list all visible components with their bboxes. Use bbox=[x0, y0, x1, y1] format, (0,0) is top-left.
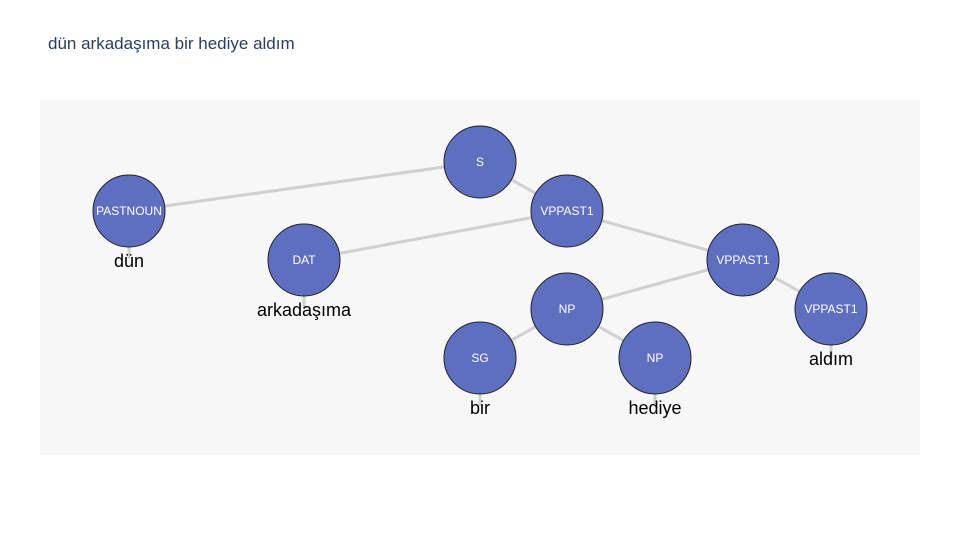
word-label-sg: bir bbox=[470, 398, 490, 418]
edge-s-pastnoun bbox=[128, 160, 481, 213]
node-label-pastnoun: PASTNOUN bbox=[96, 204, 162, 218]
nodes-layer: SPASTNOUNdünVPPAST1DATarkadaşımaVPPAST1N… bbox=[92, 125, 868, 418]
tree-node-np_a bbox=[530, 272, 604, 346]
word-label-pastnoun: dün bbox=[114, 251, 144, 271]
tree-node-vppast1_b bbox=[706, 223, 780, 297]
node-label-s: S bbox=[476, 155, 484, 169]
tree-node-pastnoun bbox=[92, 174, 166, 248]
word-label-vppast1_c: aldım bbox=[809, 349, 853, 369]
tree-node-np_b bbox=[618, 321, 692, 395]
tree-node-dat bbox=[267, 223, 341, 297]
tree-node-s bbox=[443, 125, 517, 199]
word-label-dat: arkadaşıma bbox=[257, 300, 352, 320]
word-label-np_b: hediye bbox=[628, 398, 681, 418]
tree-node-sg bbox=[443, 321, 517, 395]
edge-vppast1_a-dat bbox=[303, 209, 568, 262]
tree-node-vppast1_c bbox=[794, 272, 868, 346]
diagram-title: dün arkadaşıma bir hediye aldım bbox=[48, 34, 295, 53]
node-label-sg: SG bbox=[471, 351, 488, 365]
node-label-vppast1_a: VPPAST1 bbox=[540, 204, 593, 218]
node-label-vppast1_c: VPPAST1 bbox=[804, 302, 857, 316]
node-label-np_b: NP bbox=[647, 351, 664, 365]
node-label-vppast1_b: VPPAST1 bbox=[716, 253, 769, 267]
node-label-np_a: NP bbox=[559, 302, 576, 316]
node-label-dat: DAT bbox=[292, 253, 316, 267]
tree-node-vppast1_a bbox=[530, 174, 604, 248]
